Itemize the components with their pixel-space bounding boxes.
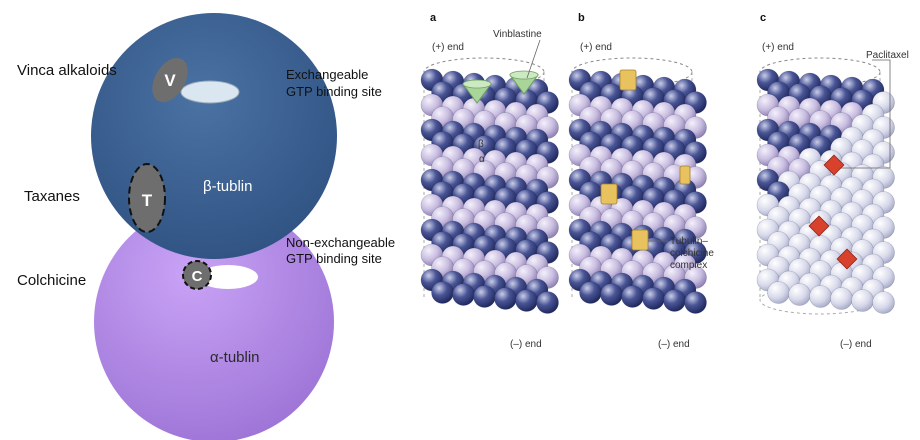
paclitaxel-marker-3 [836, 248, 858, 270]
vinca-binding-marker [152, 57, 188, 103]
beta-tubulin-sphere [788, 283, 811, 306]
microtubule-lattice-c [756, 68, 895, 314]
beta-tubulin-sphere [809, 285, 832, 308]
exchangeable-site-label-2: GTP binding site [286, 84, 382, 99]
beta-tubulin-sphere [494, 287, 517, 310]
colchicine-label: Colchicine [17, 272, 86, 289]
nonexchangeable-gtp-site [198, 265, 258, 289]
exchangeable-gtp-site [180, 80, 240, 104]
beta-tubulin-sphere [851, 289, 874, 312]
beta-tubulin-sphere [600, 283, 623, 306]
vinblastine-top-2 [509, 70, 539, 80]
taxane-marker-letter: T [142, 191, 153, 210]
alpha-tubulin-label: α-tublin [210, 349, 260, 366]
taxanes-label: Taxanes [24, 188, 80, 205]
vinblastine-top-1 [462, 79, 492, 89]
paclitaxel-label: Paclitaxel [866, 50, 909, 61]
panel-c: c (+) end (–) end Paclitaxel [756, 12, 909, 350]
beta-tubulin-sphere [431, 281, 454, 304]
beta-tubulin-sphere [536, 291, 559, 314]
tubulin-colchicine-markers [600, 69, 691, 251]
beta-tubulin-sphere [684, 291, 707, 314]
beta-tubulin-sphere [767, 281, 790, 304]
beta-tubulin-subunit [91, 13, 337, 259]
minus-end-label-a: (–) end [510, 339, 542, 350]
taxane-binding-marker [128, 163, 166, 233]
tubulin-dimer-schematic: V T C β-tublin α-tublin Vinca alkaloids … [17, 13, 395, 440]
paclitaxel-markers [808, 154, 858, 270]
alpha-annotation: α [479, 154, 485, 165]
tubulin-colchicine-label-2: colchicine [670, 248, 714, 259]
microtubule-lattice-b [568, 68, 707, 314]
beta-tubulin-sphere [830, 287, 853, 310]
panel-letter-a: a [430, 12, 437, 24]
exchangeable-site-label-1: Exchangeable [286, 67, 368, 82]
minus-end-label-c: (–) end [840, 339, 872, 350]
nonexchangeable-site-label-2: GTP binding site [286, 251, 382, 266]
paclitaxel-marker-2 [808, 215, 830, 237]
beta-tubulin-sphere [663, 289, 686, 312]
minus-end-label-b: (–) end [658, 339, 690, 350]
alpha-tubulin-subunit [94, 202, 334, 440]
beta-tubulin-sphere [579, 281, 602, 304]
colchicine-complex-marker-1 [619, 69, 637, 91]
beta-tubulin-sphere [642, 287, 665, 310]
plus-end-label-b: (+) end [580, 42, 612, 53]
microtubule-panels: a (+) end (–) end Vinblastine β α b (+) … [420, 12, 909, 350]
beta-tubulin-label: β-tublin [203, 178, 252, 195]
vinblastine-label: Vinblastine [493, 29, 542, 40]
colchicine-complex-marker-3 [679, 165, 691, 185]
panel-letter-c: c [760, 12, 766, 24]
beta-tubulin-sphere [452, 283, 475, 306]
tubulin-colchicine-label-3: complex [670, 260, 707, 271]
beta-tubulin-sphere [473, 285, 496, 308]
beta-tubulin-sphere [872, 291, 895, 314]
colchicine-complex-marker-2 [600, 183, 618, 205]
beta-tubulin-sphere [515, 289, 538, 312]
paclitaxel-marker-1 [823, 154, 845, 176]
nonexchangeable-site-label-1: Non-exchangeable [286, 235, 395, 250]
beta-annotation: β [478, 139, 484, 150]
vinca-alkaloids-label: Vinca alkaloids [17, 62, 117, 79]
colchicine-complex-marker-4 [631, 229, 649, 251]
plus-end-label-a: (+) end [432, 42, 464, 53]
panel-letter-b: b [578, 12, 585, 24]
vinca-marker-letter: V [164, 71, 176, 90]
colchicine-marker-letter: C [192, 268, 203, 285]
tubulin-colchicine-label-1: Tubulin– [670, 236, 708, 247]
beta-tubulin-sphere [621, 285, 644, 308]
paclitaxel-pointer [841, 59, 891, 169]
vinblastine-pointer [526, 39, 541, 79]
colchicine-binding-marker [182, 260, 212, 290]
plus-end-label-c: (+) end [762, 42, 794, 53]
panel-a: a (+) end (–) end Vinblastine β α [420, 12, 559, 350]
microtubule-lattice-a [420, 68, 559, 314]
panel-b: b (+) end (–) end Tubulin– colchicine co… [568, 12, 714, 350]
